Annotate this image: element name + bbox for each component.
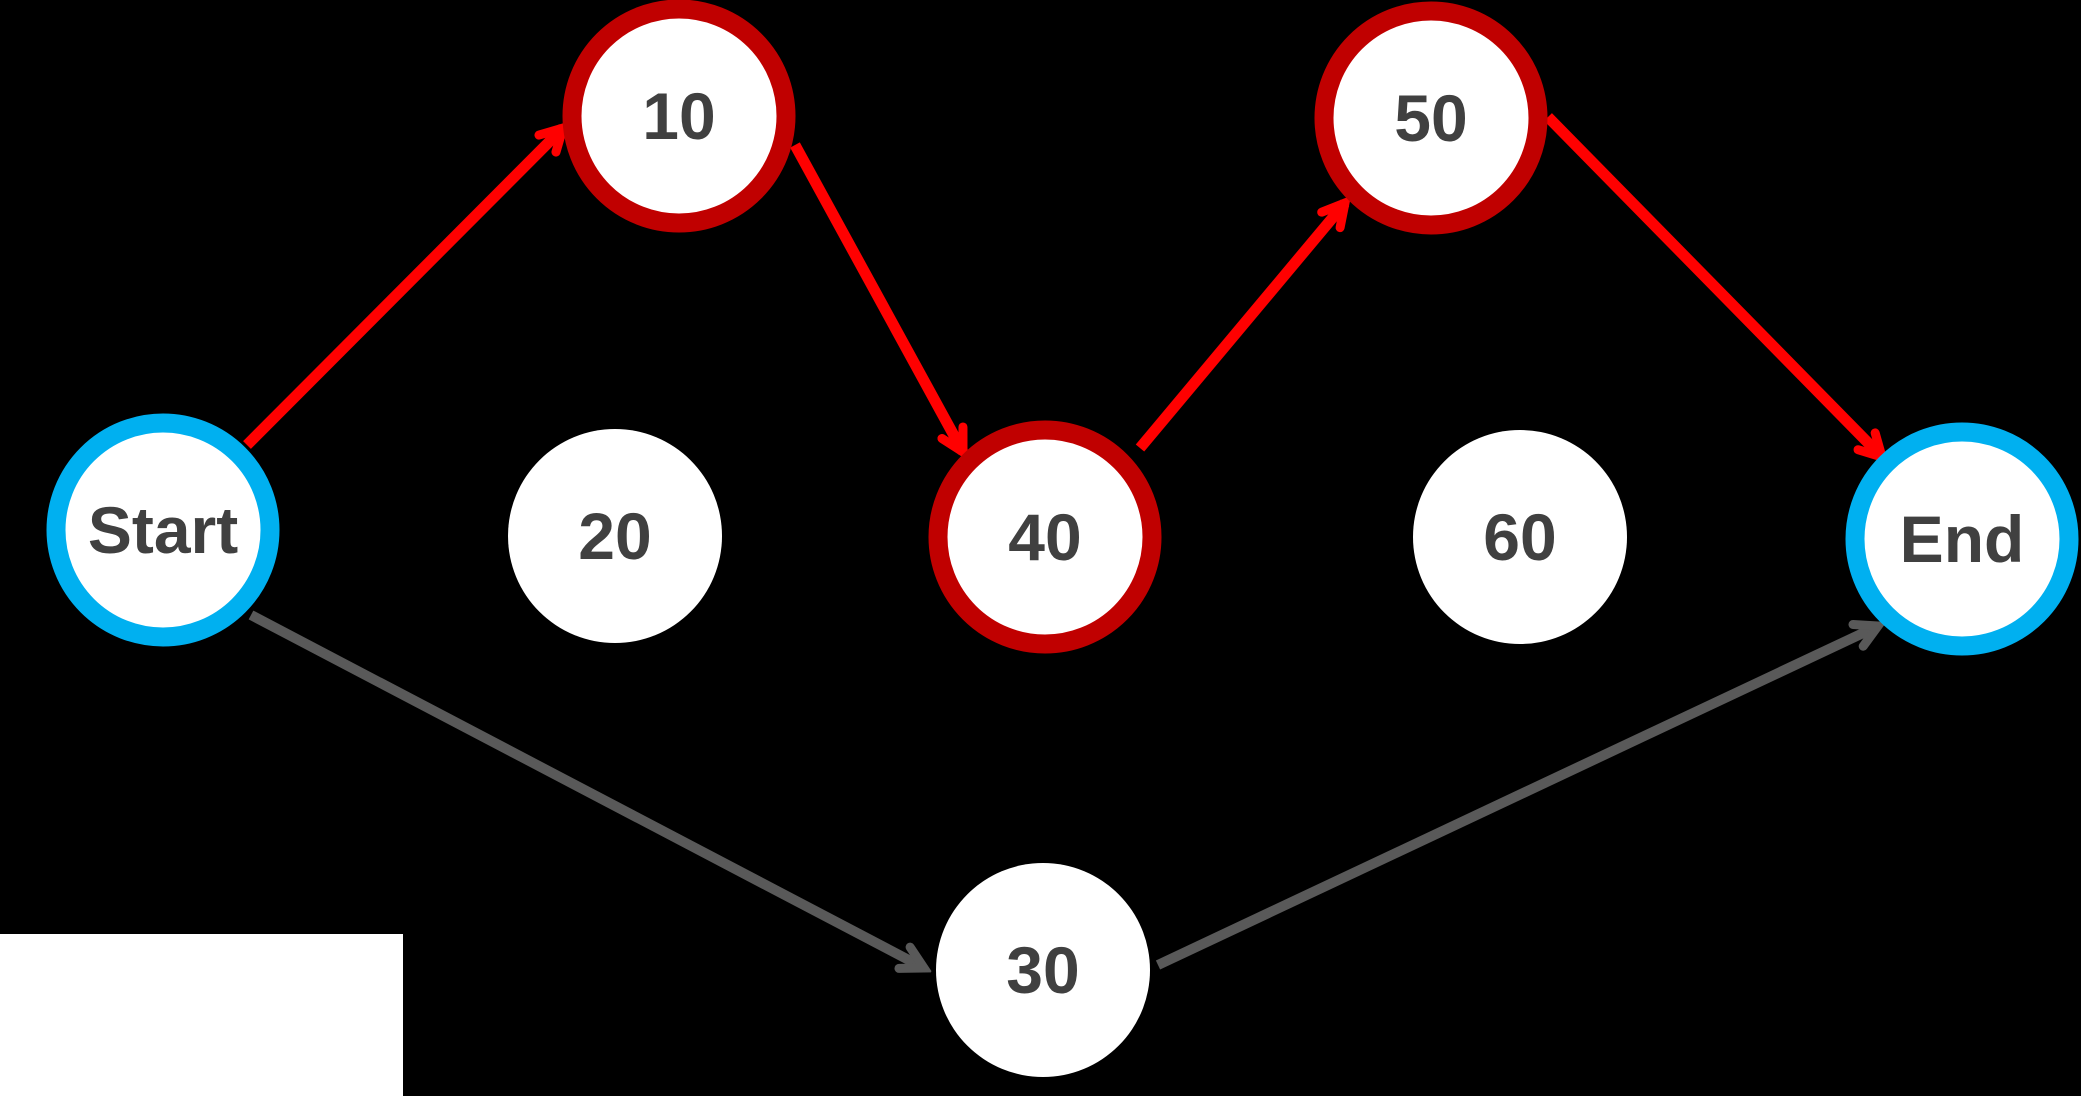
edge-50-end <box>1544 113 1882 457</box>
node-30: 30 <box>936 863 1150 1077</box>
node-10-circle <box>562 0 796 233</box>
node-50-label: 50 <box>1394 81 1467 155</box>
node-40: 40 <box>928 420 1162 654</box>
node-60-circle <box>1413 430 1627 644</box>
node-end-circle <box>1845 422 2079 656</box>
node-start-circle <box>46 413 280 647</box>
node-end-label: End <box>1900 502 2025 576</box>
edge-40-50 <box>1135 203 1345 452</box>
edge-start-30 <box>248 610 924 968</box>
node-30-label: 30 <box>1006 933 1079 1007</box>
node-20: 20 <box>508 429 722 643</box>
node-40-label: 40 <box>1008 500 1081 574</box>
edge-start-10 <box>243 128 563 449</box>
node-20-label: 20 <box>578 499 651 573</box>
node-end: End <box>1845 422 2079 656</box>
node-10: 10 <box>562 0 796 233</box>
node-20-circle <box>508 429 722 643</box>
node-60-label: 60 <box>1483 500 1556 574</box>
node-50: 50 <box>1314 1 1548 235</box>
bottom-left-white-box <box>0 934 403 1096</box>
edge-30-end <box>1155 626 1878 970</box>
node-start-label: Start <box>88 493 238 567</box>
node-10-label: 10 <box>642 79 715 153</box>
node-60: 60 <box>1413 430 1627 644</box>
node-40-circle <box>928 420 1162 654</box>
node-start: Start <box>46 413 280 647</box>
node-30-circle <box>936 863 1150 1077</box>
edge-10-40 <box>790 142 968 452</box>
node-50-circle <box>1314 1 1548 235</box>
